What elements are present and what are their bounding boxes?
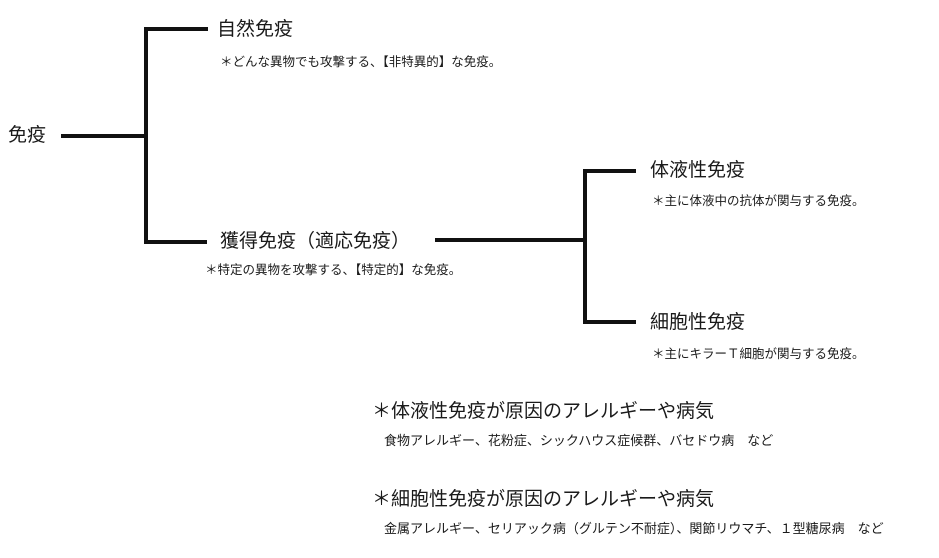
acquired-immunity-note: ＊特定の異物を攻撃する、【特定的】な免疫。 <box>205 262 462 277</box>
humoral-diseases-heading: ＊体液性免疫が原因のアレルギーや病気 <box>372 400 715 422</box>
innate-immunity-label: 自然免疫 <box>217 18 294 40</box>
humoral-diseases-examples: 食物アレルギー、花粉症、シックハウス症候群、バセドウ病 など <box>384 434 774 449</box>
cellular-diseases-examples: 金属アレルギー、セリアック病（グルテン不耐症）、関節リウマチ、１型糖尿病 など <box>384 522 884 537</box>
cellular-immunity-note: ＊主にキラーＴ細胞が関与する免疫。 <box>652 346 865 361</box>
root-label: 免疫 <box>8 124 47 146</box>
cellular-immunity-label: 細胞性免疫 <box>650 311 746 333</box>
acquired-immunity-label: 獲得免疫（適応免疫） <box>220 230 411 252</box>
humoral-immunity-note: ＊主に体液中の抗体が関与する免疫。 <box>652 193 865 208</box>
cellular-diseases-heading: ＊細胞性免疫が原因のアレルギーや病気 <box>372 488 715 510</box>
innate-immunity-note: ＊どんな異物でも攻撃する、【非特異的】な免疫。 <box>220 54 502 69</box>
humoral-immunity-label: 体液性免疫 <box>650 159 746 181</box>
